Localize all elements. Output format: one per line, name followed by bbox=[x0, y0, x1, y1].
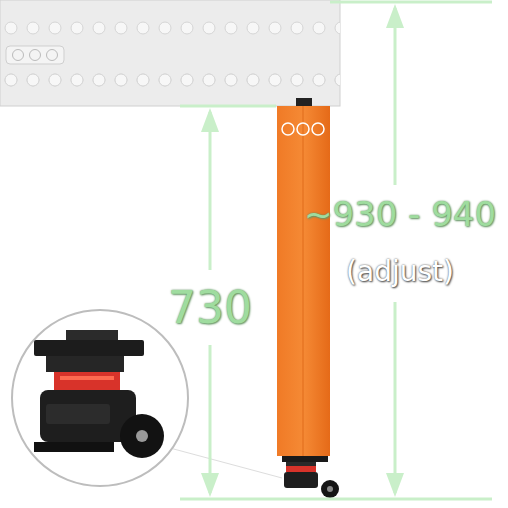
leg-logo bbox=[282, 123, 294, 135]
table-logo bbox=[6, 46, 64, 64]
dimension-arrows bbox=[201, 4, 404, 497]
leg-cap bbox=[296, 98, 312, 106]
caster bbox=[282, 456, 339, 498]
dimension-label: ~930 - 940 bbox=[304, 197, 496, 231]
orange-leg bbox=[277, 106, 330, 456]
dimension-lines bbox=[180, 2, 492, 499]
table-holes bbox=[0, 0, 340, 106]
dimension-label: 730 bbox=[168, 286, 252, 330]
caster-inset bbox=[12, 310, 188, 486]
dimension-label: (adjust) bbox=[346, 258, 454, 286]
table-top bbox=[0, 0, 340, 106]
leader-line bbox=[170, 448, 282, 478]
